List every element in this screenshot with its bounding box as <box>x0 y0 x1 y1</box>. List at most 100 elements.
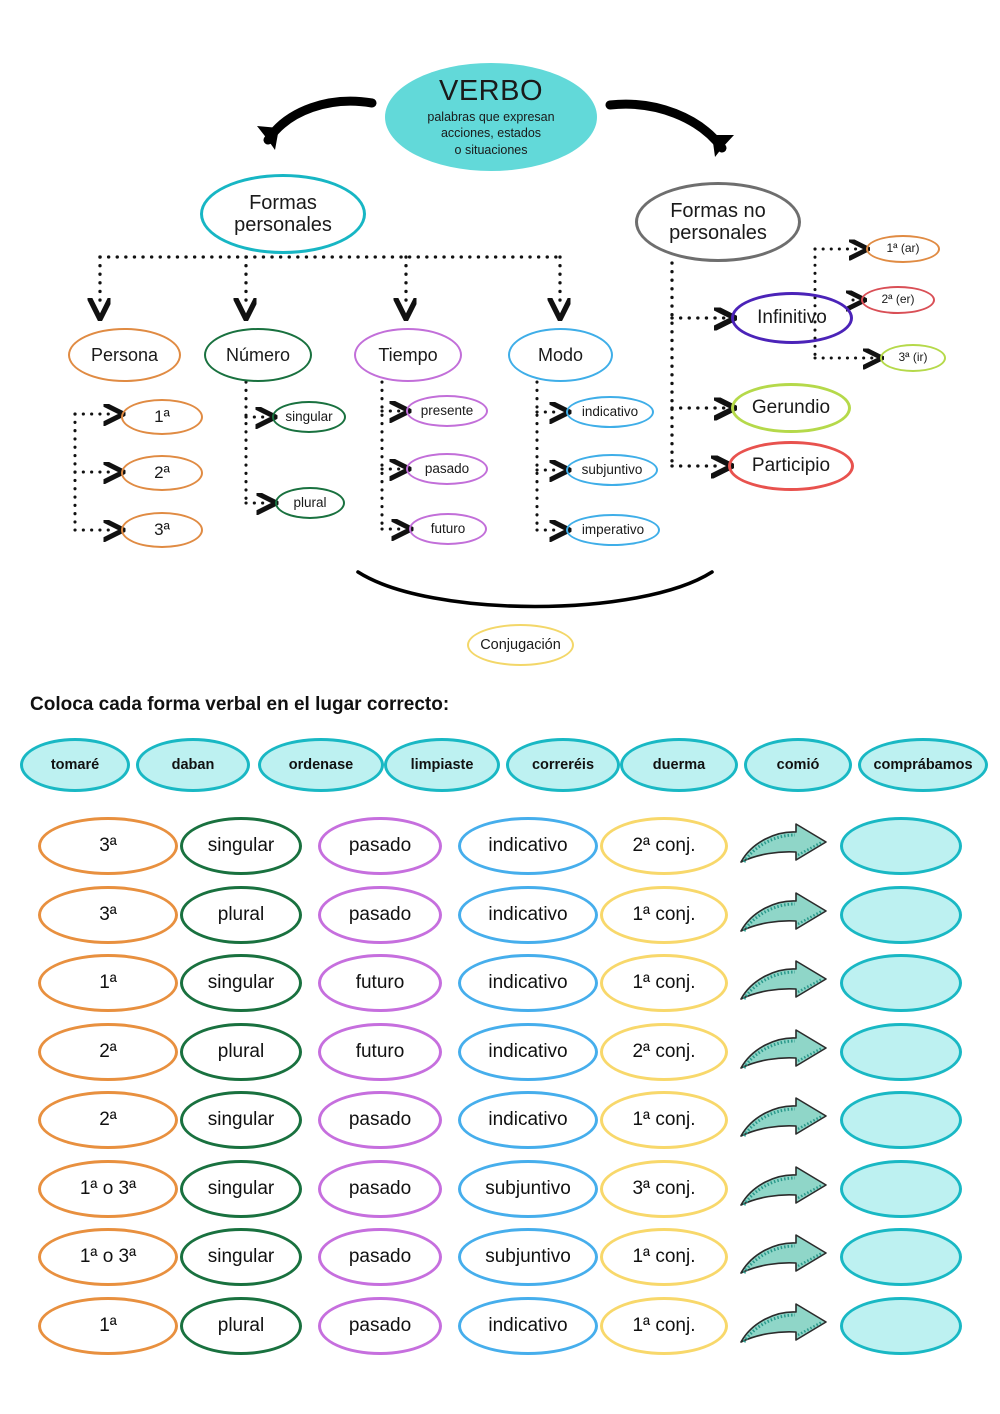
arrow-icon-container <box>738 1096 830 1144</box>
cell-persona-label: 2ª <box>99 1109 117 1130</box>
exercise-prompt: Coloca cada forma verbal en el lugar cor… <box>30 694 450 715</box>
node-conjugacion-er: 2ª (er) <box>861 286 935 314</box>
node-imperativo: imperativo <box>566 514 660 546</box>
cell-modo-label: indicativo <box>488 972 568 993</box>
cell-modo: indicativo <box>458 817 598 875</box>
node-numero-label: Número <box>225 344 291 365</box>
cell-conjugacion-label: 1ª conj. <box>632 972 696 993</box>
cell-tiempo: pasado <box>318 885 442 944</box>
cell-numero: singular <box>180 1159 302 1218</box>
cell-conjugacion: 1ª conj. <box>600 885 728 944</box>
cell-persona: 1ª <box>38 1296 178 1355</box>
cell-numero-label: plural <box>217 1040 265 1062</box>
cell-conjugacion: 1ª conj. <box>600 954 728 1012</box>
cell-tiempo-label: futuro <box>355 1040 405 1062</box>
answer-slot[interactable] <box>840 954 962 1012</box>
cell-numero: plural <box>180 1296 302 1355</box>
cell-tiempo-label: pasado <box>348 835 412 856</box>
cell-numero-label: singular <box>207 1109 275 1130</box>
arrow-icon-container <box>738 1028 830 1076</box>
node-gerundio: Gerundio <box>731 383 851 433</box>
word-bank-chip[interactable]: daban <box>136 738 250 792</box>
cell-conjugacion-label: 1ª conj. <box>632 1246 696 1267</box>
cell-numero-label: plural <box>217 1314 265 1336</box>
cell-persona: 1ª o 3ª <box>38 1228 178 1286</box>
word-bank-chip[interactable]: tomaré <box>20 738 130 792</box>
node-numero: Número <box>204 328 312 382</box>
curved-arrow-icon <box>740 1234 827 1274</box>
node-persona-1: 1ª <box>121 399 203 435</box>
cell-tiempo: pasado <box>318 817 442 875</box>
cell-tiempo: pasado <box>318 1228 442 1286</box>
cell-conjugacion: 2ª conj. <box>600 817 728 875</box>
cell-numero: plural <box>180 885 302 944</box>
word-bank-chip-label: limpiaste <box>410 756 474 773</box>
word-bank-chip[interactable]: correréis <box>506 738 620 792</box>
cell-tiempo-label: futuro <box>355 972 405 993</box>
word-bank-chip[interactable]: comió <box>744 738 852 792</box>
curved-arrow-icon <box>740 1028 827 1069</box>
word-bank-chip[interactable]: limpiaste <box>384 738 500 792</box>
cell-modo: subjuntivo <box>458 1228 598 1286</box>
curved-arrow-icon <box>740 823 827 863</box>
cell-numero-label: singular <box>207 835 275 856</box>
cell-modo: indicativo <box>458 954 598 1012</box>
cell-conjugacion-label: 1ª conj. <box>632 903 696 925</box>
cell-persona: 3ª <box>38 817 178 875</box>
cell-conjugacion: 1ª conj. <box>600 1091 728 1149</box>
node-conjugacion-ar: 1ª (ar) <box>866 235 940 263</box>
word-bank-chip[interactable]: ordenase <box>258 738 384 792</box>
cell-modo: indicativo <box>458 1296 598 1355</box>
cell-conjugacion-label: 1ª conj. <box>632 1314 696 1336</box>
answer-slot[interactable] <box>840 1296 962 1355</box>
cell-numero-label: singular <box>207 972 275 993</box>
cell-persona-label: 3ª <box>99 835 117 856</box>
cell-modo-label: indicativo <box>488 1109 568 1130</box>
answer-slot[interactable] <box>840 1228 962 1286</box>
curved-arrow-icon <box>740 1165 827 1206</box>
cell-conjugacion: 1ª conj. <box>600 1296 728 1355</box>
cell-numero: singular <box>180 1228 302 1286</box>
word-bank-chip-label: correréis <box>531 756 595 773</box>
cell-tiempo-label: pasado <box>348 903 412 925</box>
arrow-icon-container <box>738 1233 830 1281</box>
cell-modo: subjuntivo <box>458 1159 598 1218</box>
cell-numero-label: singular <box>207 1177 275 1199</box>
arrow-icon-container <box>738 891 830 939</box>
answer-slot[interactable] <box>840 1091 962 1149</box>
cell-modo-label: indicativo <box>488 1040 568 1062</box>
cell-numero-label: plural <box>217 903 265 925</box>
answer-slot[interactable] <box>840 1022 962 1081</box>
answer-slot[interactable] <box>840 1159 962 1218</box>
cell-tiempo-label: pasado <box>348 1177 412 1199</box>
word-bank-chip[interactable]: comprábamos <box>858 738 988 792</box>
cell-conjugacion: 3ª conj. <box>600 1159 728 1218</box>
cell-conjugacion: 1ª conj. <box>600 1228 728 1286</box>
answer-slot[interactable] <box>840 817 962 875</box>
word-bank-chip[interactable]: duerma <box>620 738 738 792</box>
word-bank-chip-label: duerma <box>652 756 706 773</box>
node-futuro: futuro <box>409 513 487 545</box>
cell-numero: plural <box>180 1022 302 1081</box>
cell-tiempo: futuro <box>318 954 442 1012</box>
cell-modo: indicativo <box>458 1091 598 1149</box>
node-indicativo: indicativo <box>566 396 654 428</box>
cell-numero: singular <box>180 954 302 1012</box>
node-participio: Participio <box>728 441 854 491</box>
node-persona-3: 3ª <box>121 512 203 548</box>
answer-slot[interactable] <box>840 885 962 944</box>
cell-persona-label: 1ª <box>99 1314 117 1336</box>
node-modo: Modo <box>508 328 613 382</box>
cell-persona-label: 1ª o 3ª <box>79 1177 137 1199</box>
